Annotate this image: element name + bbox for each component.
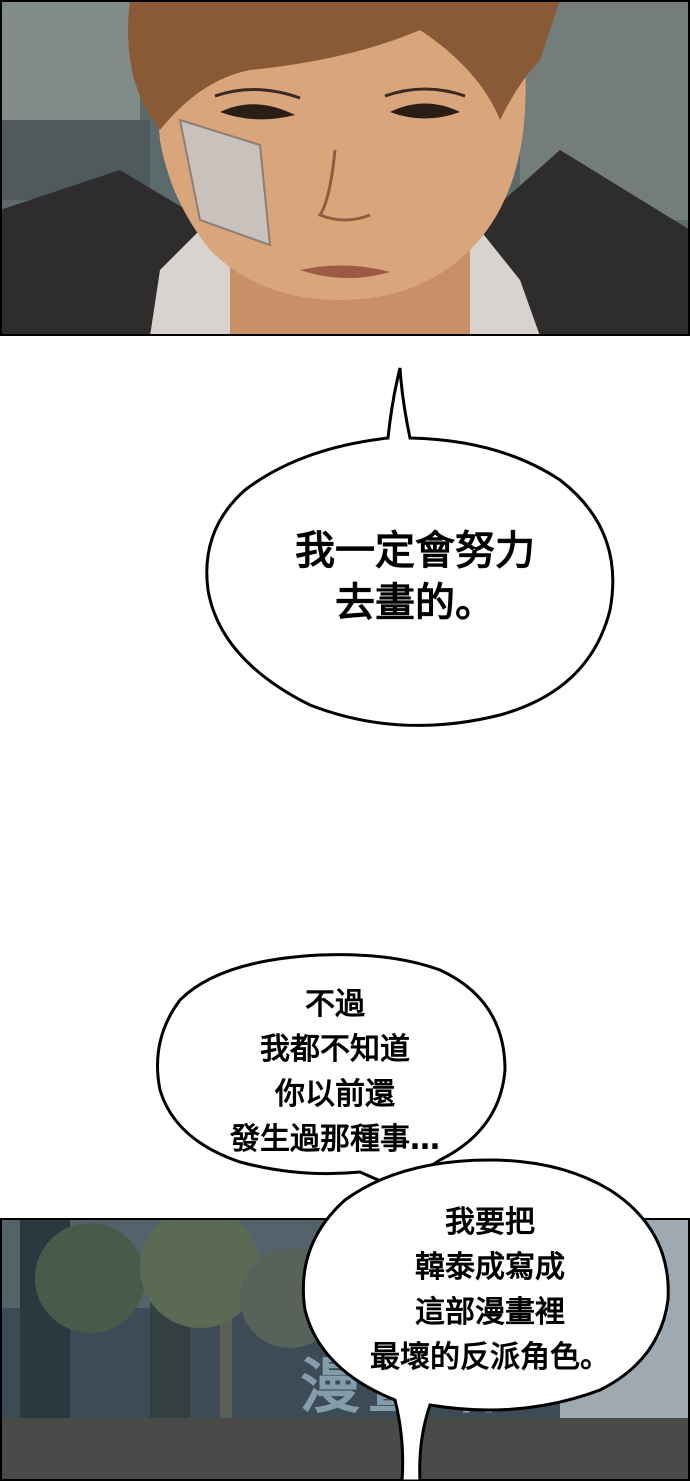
bubble-1-line: 我一定會努力	[295, 528, 535, 574]
bubble-2-line: 你以前還	[275, 1077, 395, 1112]
speech-bubble-1	[205, 367, 615, 727]
bubble-2-text: 不過 我都不知道 你以前還 發生過那種事…	[190, 982, 480, 1162]
bubble-1-line: 去畫的。	[335, 580, 495, 626]
bubble-2-line: 發生過那種事…	[230, 1122, 440, 1157]
bubble-3-line: 最壞的反派角色。	[370, 1340, 610, 1375]
bubble-2-line: 我都不知道	[260, 1032, 410, 1067]
bubble-3-line: 我要把	[445, 1205, 535, 1240]
bubble-3-text: 我要把 韓泰成寫成 這部漫畫裡 最壞的反派角色。	[330, 1200, 650, 1380]
bubble-3-line: 韓泰成寫成	[415, 1250, 565, 1285]
face-illustration	[0, 0, 690, 336]
bubble-2-line: 不過	[305, 987, 365, 1022]
bubble-3-line: 這部漫畫裡	[415, 1295, 565, 1330]
top-panel	[0, 0, 690, 336]
bubble-1-text: 我一定會努力 去畫的。	[240, 525, 590, 629]
